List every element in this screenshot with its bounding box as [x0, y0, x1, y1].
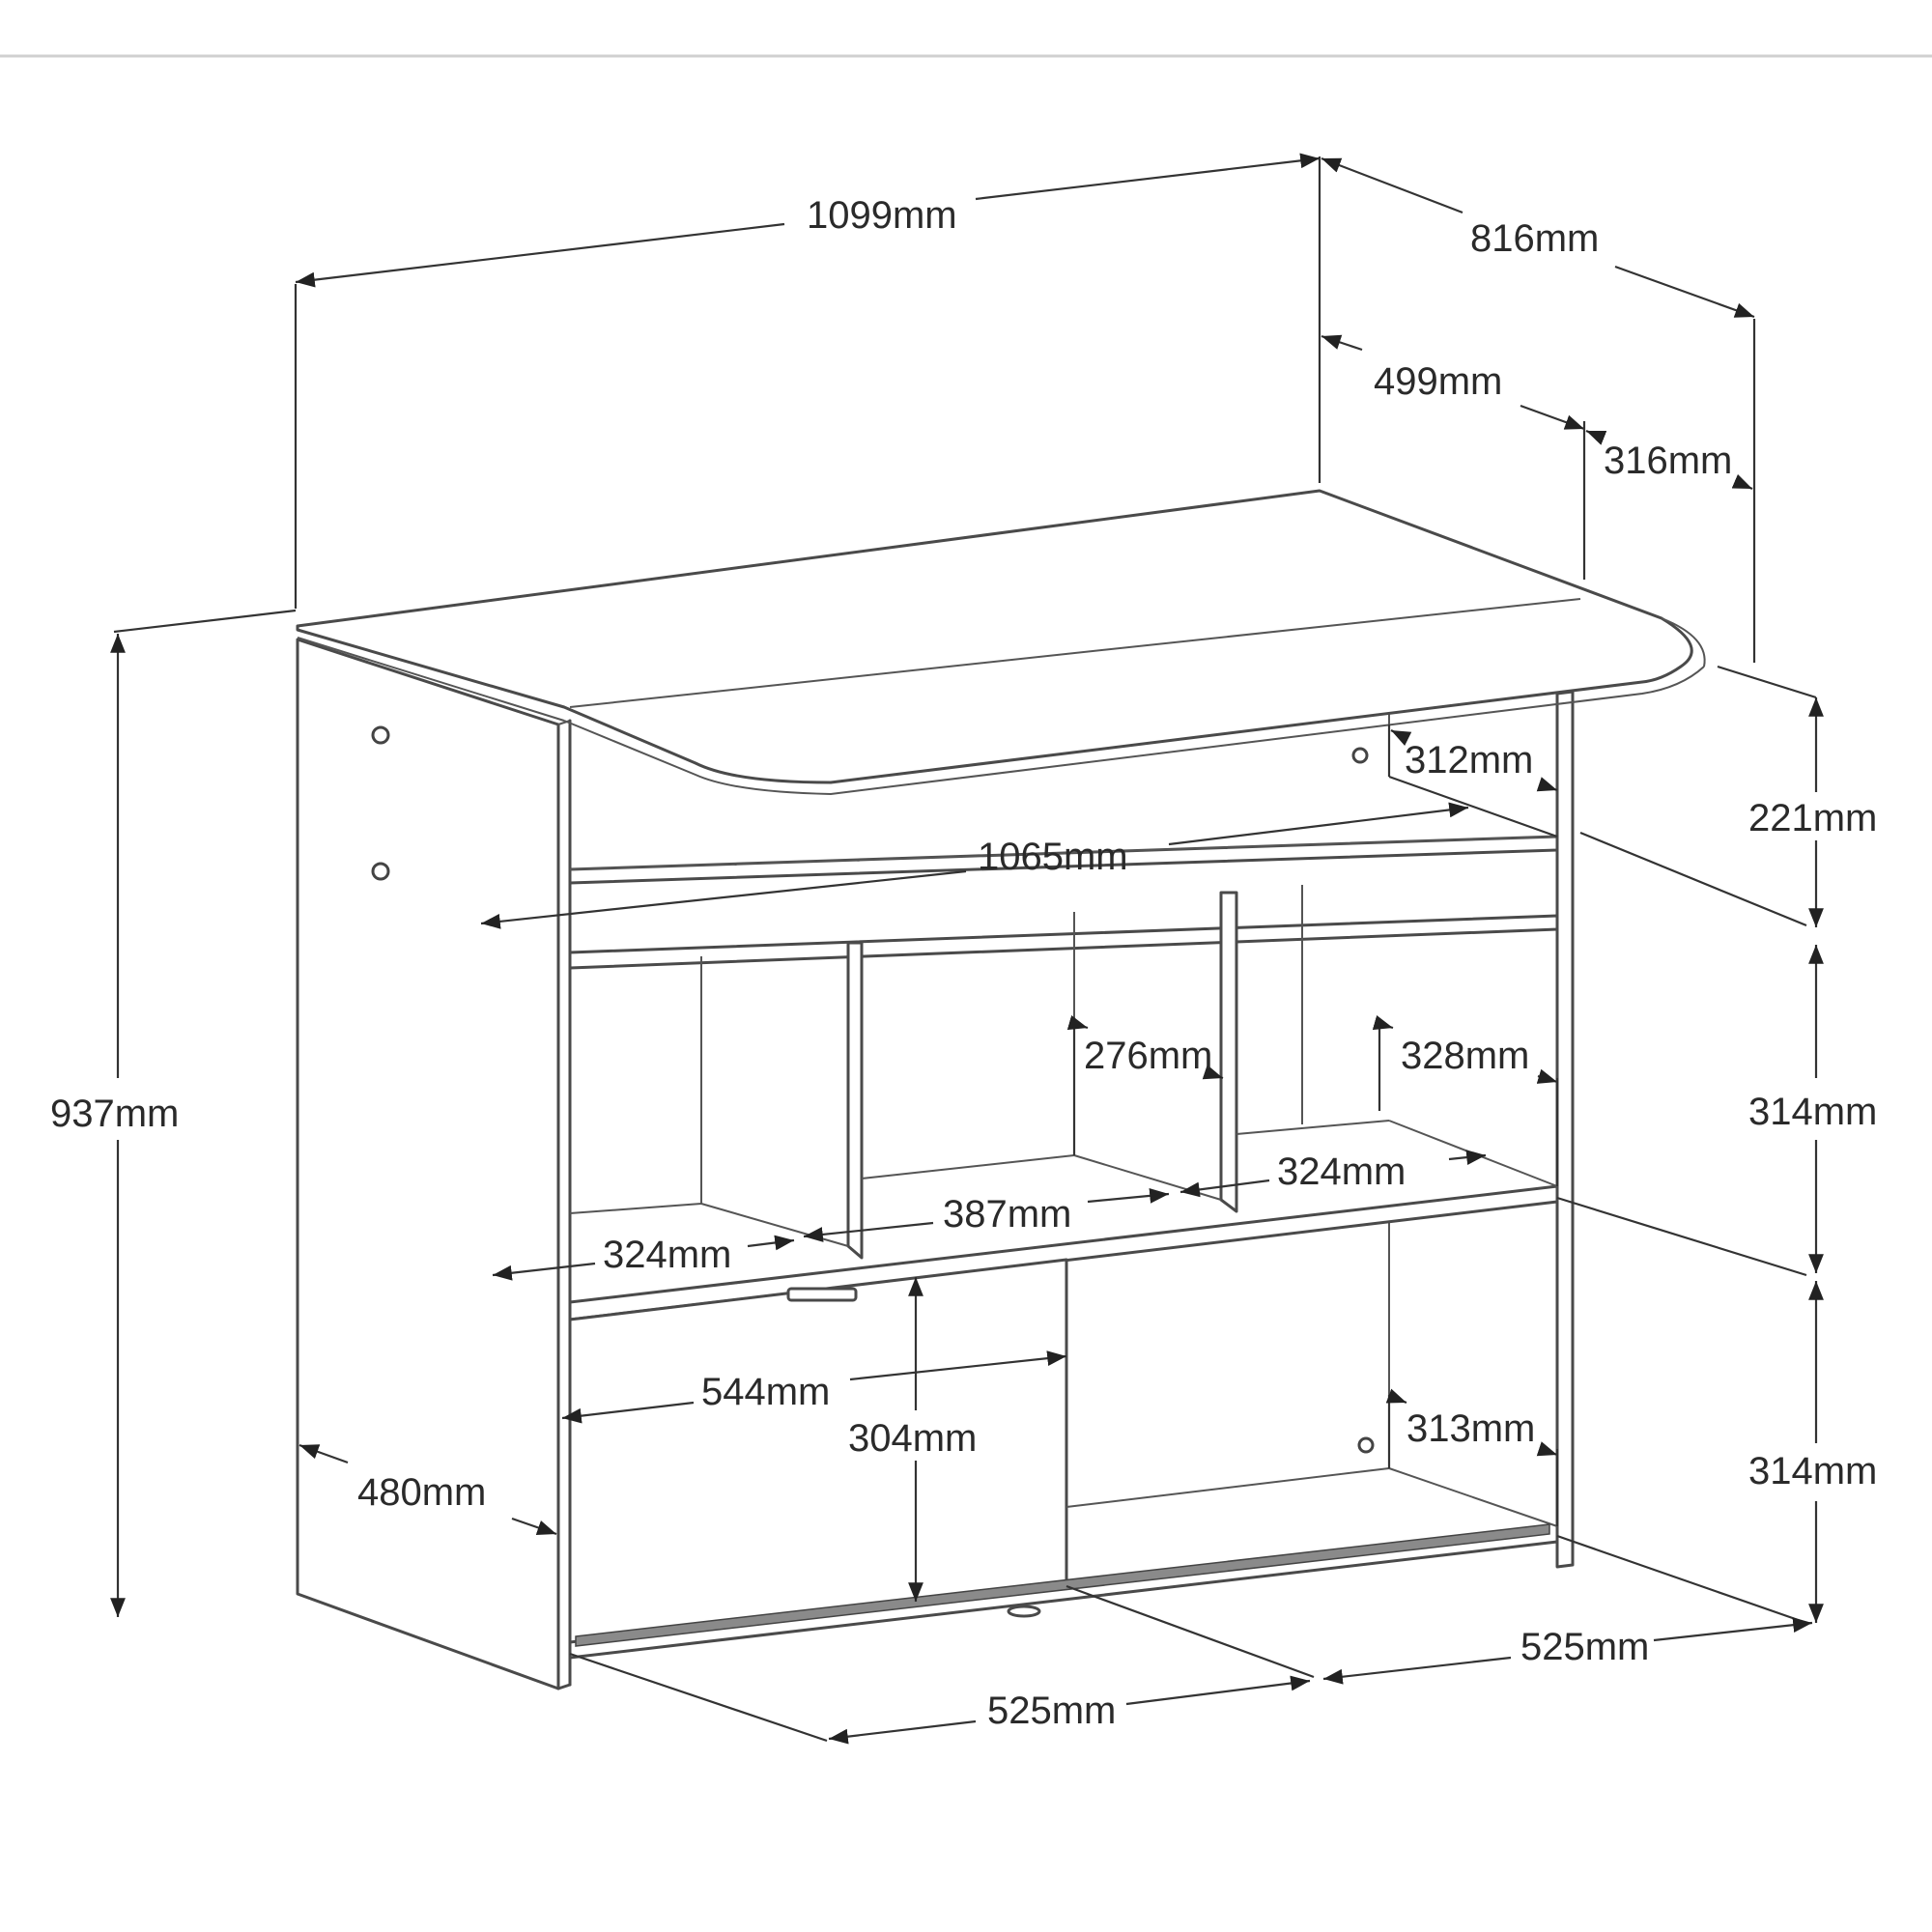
drawer-front: [568, 1258, 1068, 1644]
desktop-top: [296, 489, 1693, 784]
dim-right-cubby-height: 328mm: [1401, 1035, 1529, 1077]
bottom-rail: [575, 1523, 1550, 1647]
left-side-panel: [296, 638, 560, 1690]
dim-bottom-section-height: 314mm: [1748, 1450, 1877, 1492]
dim-side-depth: 480mm: [357, 1471, 486, 1514]
screw-hole: [371, 862, 390, 881]
dim-top-section-height: 221mm: [1748, 797, 1877, 839]
dim-right-cubby-width: 324mm: [1277, 1151, 1406, 1193]
dim-left-cubby-width: 324mm: [603, 1234, 731, 1276]
dim-lower-shelf-depth: 313mm: [1406, 1407, 1535, 1450]
cubby-top-shelf: [568, 914, 1559, 970]
dim-overall-width: 1099mm: [807, 194, 957, 237]
lower-shelf: [568, 1184, 1559, 1321]
cubby-divider-right: [1219, 891, 1238, 1213]
dim-overall-height: 937mm: [50, 1093, 179, 1135]
dim-inner-width: 1065mm: [978, 836, 1128, 878]
dim-bottom-width-left: 525mm: [987, 1690, 1116, 1732]
screw-hole: [1357, 1436, 1375, 1454]
dim-cubby-height: 276mm: [1084, 1035, 1212, 1077]
dim-overall-depth: 816mm: [1470, 217, 1599, 260]
dim-upper-shelf-depth: 312mm: [1405, 739, 1533, 781]
cubby-divider-left: [846, 941, 864, 1260]
drawer-handle: [786, 1287, 858, 1302]
dim-middle-cubby-width: 387mm: [943, 1193, 1071, 1236]
dim-top-depth: 499mm: [1374, 360, 1502, 403]
dimension-lines: [110, 153, 1824, 1745]
dim-bottom-width-right: 525mm: [1520, 1626, 1649, 1668]
dim-middle-section-height: 314mm: [1748, 1091, 1877, 1133]
dim-drawer-height: 304mm: [848, 1417, 977, 1460]
dimension-labels: 1099mm 816mm 499mm 316mm 937mm 221mm 314…: [50, 194, 1877, 1732]
screw-hole: [1351, 747, 1369, 764]
desk-drawing: [296, 489, 1706, 1690]
dim-drawer-width: 544mm: [701, 1371, 830, 1413]
screw-hole: [371, 725, 390, 745]
dim-top-overhang: 316mm: [1604, 440, 1732, 482]
right-side-panel: [1555, 690, 1575, 1569]
